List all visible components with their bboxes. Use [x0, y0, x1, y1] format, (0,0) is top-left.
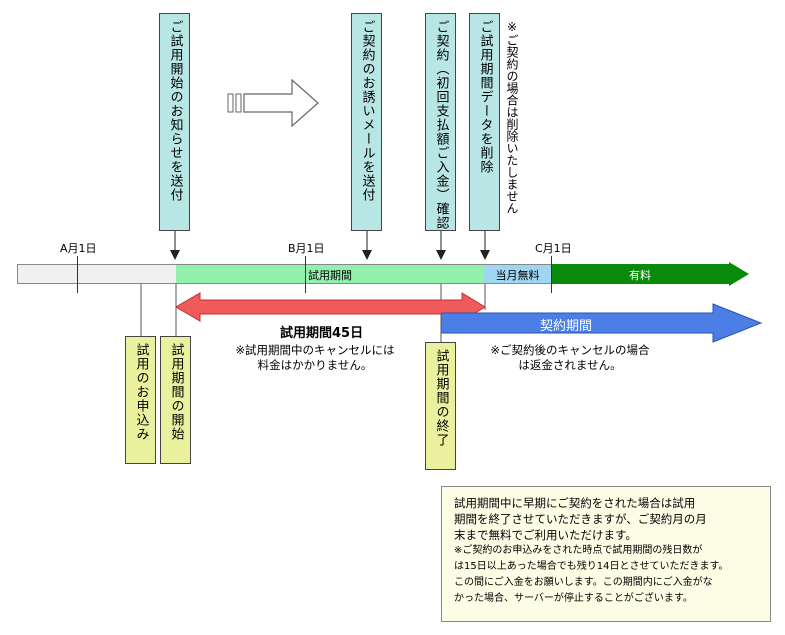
timeline-free-bar [484, 264, 551, 284]
info-line-5: は15日以上あった場合でも残り14日とさせていただきます。 [454, 561, 729, 572]
info-line-3: 末まで無料でご利用いただけます。 [454, 528, 637, 542]
trial-period-arrow [176, 292, 486, 322]
paid-segment-label: 有料 [629, 269, 651, 282]
info-line-4: ※ご契約のお申込みをされた時点で試用期間の残日数が [454, 545, 703, 556]
flow-arrow-icon [227, 78, 319, 128]
trial-note-line1: ※試用期間中のキャンセルには [235, 343, 395, 357]
contract-note-line1: ※ご契約後のキャンセルの場合 [490, 343, 650, 357]
info-line-2: 期間を終了させていただきますが、ご契約月の月 [454, 512, 707, 526]
timeline-paid-arrow [551, 262, 749, 286]
info-line-1: 試用期間中に早期にご契約をされた場合は試用 [454, 496, 696, 510]
tick-b [305, 256, 306, 293]
box-delete-trial-data: ご試用期間データを削除 [469, 13, 500, 231]
box-trial-start-notice: ご試用開始のお知らせを送付 [159, 13, 190, 231]
info-line-7: かった場合、サーバーが停止することがございます。 [454, 593, 693, 604]
tick-c [551, 256, 552, 293]
box-trial-start: 試用期間の開始 [160, 336, 191, 464]
date-label-a: A月1日 [60, 242, 97, 255]
date-label-c: C月1日 [535, 242, 572, 255]
side-note: ※ご契約の場合は削除いたしません [505, 20, 519, 214]
trial-segment-label: 試用期間 [308, 269, 352, 282]
free-segment-label: 当月無料 [495, 269, 540, 282]
box-trial-start-notice-text: ご試用開始のお知らせを送付 [167, 20, 183, 202]
box-trial-end: 試用期間の終了 [425, 342, 456, 470]
contract-note-line2: は返金されません。 [518, 358, 622, 372]
box-payment-confirm-text: ご契約（初回支払額ご入金）確認 [433, 20, 449, 230]
box-trial-application: 試用のお申込み [125, 336, 156, 464]
box-trial-start-text: 試用期間の開始 [168, 343, 184, 441]
box-contract-invite-mail: ご契約のお誘いメールを送付 [351, 13, 382, 231]
tick-a [77, 256, 78, 293]
box-contract-invite-mail-text: ご契約のお誘いメールを送付 [359, 20, 375, 202]
date-label-b: B月1日 [288, 242, 325, 255]
top-connectors [170, 231, 490, 260]
contract-period-label: 契約期間 [540, 319, 593, 334]
box-trial-end-text: 試用期間の終了 [433, 349, 449, 447]
trial-period-title: 試用期間45日 [280, 326, 364, 341]
contract-period-arrow [441, 303, 763, 343]
box-trial-application-text: 試用のお申込み [133, 343, 149, 441]
info-box: 試用期間中に早期にご契約をされた場合は試用 期間を終了させていただきますが、ご契… [441, 486, 771, 622]
box-payment-confirm: ご契約（初回支払額ご入金）確認 [425, 13, 456, 231]
box-delete-trial-data-text: ご試用期間データを削除 [477, 20, 493, 174]
info-line-6: この間にご入金をお願いします。この期間内にご入金がな [454, 577, 713, 588]
timeline-trial-bar [176, 264, 484, 284]
trial-note-line2: 料金はかかりません。 [257, 358, 373, 372]
